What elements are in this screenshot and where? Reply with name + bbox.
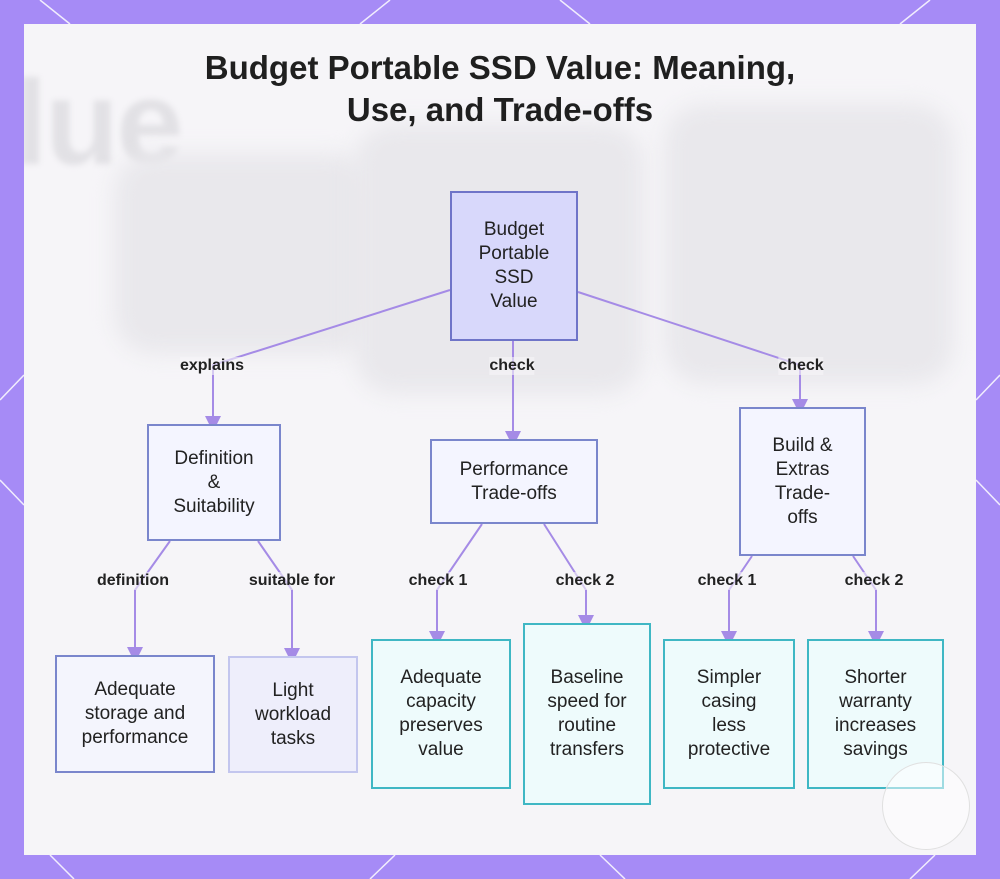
node-adequate-capacity: Adequate capacity preserves value (371, 639, 511, 789)
edge-label-check: check (489, 357, 535, 375)
edge-label-check-1: check 1 (697, 572, 757, 590)
node-text: preserves (399, 715, 483, 736)
node-text: SSD (494, 267, 534, 288)
node-performance-tradeoffs: Performance Trade-offs (430, 439, 598, 524)
node-text: warranty (839, 691, 912, 712)
node-text: Adequate (400, 667, 482, 688)
node-text: Extras (775, 458, 830, 480)
edge-suitable-for (257, 540, 300, 664)
node-text: savings (843, 739, 908, 760)
edge-perf-check1 (429, 523, 483, 647)
edge-label-check-2: check 2 (844, 572, 904, 590)
edge-label-suitable-for: suitable for (248, 572, 336, 590)
node-text: casing (701, 691, 757, 712)
edge-label-check-2: check 2 (555, 572, 615, 590)
edge-perf-check2 (543, 523, 594, 631)
node-build-extras-tradeoffs: Build & Extras Trade- offs (739, 407, 866, 556)
diagram-title: Budget Portable SSD Value: Meaning, Use,… (0, 47, 1000, 131)
edge-definition (127, 540, 171, 663)
node-text: Value (490, 291, 538, 312)
node-text: Budget (483, 219, 545, 240)
node-text: value (418, 739, 464, 760)
node-text: Trade-offs (471, 482, 557, 504)
node-text: Definition (174, 447, 254, 469)
edge-label-explains: explains (179, 357, 245, 375)
node-text: tasks (270, 727, 316, 749)
node-text: offs (787, 506, 818, 528)
edge-label-definition: definition (97, 572, 169, 590)
edge-build-check2 (852, 555, 884, 647)
node-text: Baseline (550, 667, 624, 688)
node-text: Adequate (94, 679, 176, 700)
node-text: speed for (547, 691, 627, 712)
node-text: Build & (772, 434, 833, 456)
node-text: Trade- (774, 482, 831, 504)
node-adequate-storage: Adequate storage and performance (55, 655, 215, 773)
node-baseline-speed: Baseline speed for routine transfers (523, 623, 651, 805)
node-root: Budget Portable SSD Value (450, 191, 578, 341)
node-text: Suitability (173, 495, 255, 517)
background-shape (664, 104, 954, 384)
node-text: transfers (550, 739, 624, 760)
node-text: Performance (459, 458, 569, 480)
node-text: Shorter (844, 667, 907, 688)
title-line-2: Use, and Trade-offs (346, 91, 654, 128)
node-text: capacity (406, 691, 476, 712)
node-definition-suitability: Definition & Suitability (147, 424, 281, 541)
node-light-workload: Light workload tasks (228, 656, 358, 773)
edge-explains (205, 289, 451, 432)
node-text: Light (272, 679, 314, 701)
edge-label-check: check (778, 357, 824, 375)
title-line-1: Budget Portable SSD Value: Meaning, (204, 49, 796, 86)
node-text: workload (254, 703, 332, 725)
edge-check-build (577, 291, 808, 415)
node-text: routine (557, 715, 617, 736)
node-text: less (712, 715, 746, 736)
edge-label-check-1: check 1 (408, 572, 468, 590)
node-text: & (207, 471, 221, 493)
node-text: Portable (478, 243, 550, 264)
node-text: protective (687, 739, 771, 760)
node-text: increases (834, 715, 917, 736)
node-simpler-casing: Simpler casing less protective (663, 639, 795, 789)
node-text: performance (81, 727, 189, 748)
node-text: storage and (84, 703, 186, 724)
background-shape (114, 154, 374, 354)
edge-build-check1 (721, 555, 753, 647)
node-text: Simpler (696, 667, 762, 688)
watermark-circle (882, 762, 970, 850)
